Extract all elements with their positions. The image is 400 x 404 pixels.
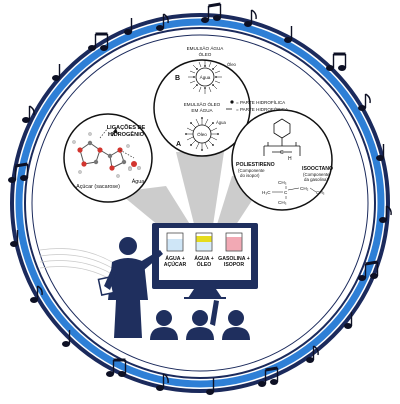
- music-staff: [39, 248, 113, 281]
- legend-hydrophobic: = PARTE HIDROFÓBICA: [236, 106, 289, 112]
- isooctane-name: ISOOCTANO: [302, 166, 333, 172]
- polymer-bubble: H C POLIESTIRENO (Componente do isopor) …: [231, 109, 333, 211]
- micelle-bubble: B EMULSÃO ÁGUA ÓLEO Água Óleo A EMULSÃO …: [153, 45, 251, 157]
- emulsion-a-title-2: EM ÁGUA: [191, 107, 213, 113]
- isooctane-structure: H₃C C CH₂ CH₃ CH₃ CH₃: [262, 180, 325, 205]
- music-note-icon: [106, 358, 127, 377]
- svg-text:CH₃: CH₃: [278, 180, 287, 185]
- emulsion-a-core-label: Óleo: [197, 131, 207, 137]
- water-label: Água: [132, 178, 145, 185]
- molecule-icon: [72, 127, 141, 178]
- sugar-label: Açúcar (sacarose): [76, 184, 120, 190]
- beaker-2-label-1: ÁGUA +: [194, 255, 214, 262]
- presentation-board: ÁGUA + AÇÚCAR ÁGUA + ÓLEO GASOLINA + ISO…: [152, 223, 258, 299]
- outer-ring: [10, 13, 390, 393]
- beaker-1-label-2: AÇÚCAR: [164, 261, 187, 268]
- music-note-icon: [206, 378, 215, 395]
- svg-text:H₃C: H₃C: [262, 190, 271, 195]
- music-note-icon: [62, 330, 71, 347]
- teacher-icon: [97, 237, 163, 338]
- beaker-icon: [195, 232, 213, 252]
- beaker-icon: [166, 232, 184, 252]
- polystyrene-name: POLIESTIRENO: [236, 162, 275, 168]
- polystyrene-c: C: [280, 150, 284, 156]
- emulsion-a-side-label: Água: [216, 120, 226, 125]
- emulsion-a-letter: A: [176, 141, 181, 148]
- hydrogen-bonds-title-2: HIDROGÊNIO: [108, 130, 145, 138]
- beaker-3-label-1: GASOLINA +: [218, 256, 250, 262]
- beaker-3-label-2: ISOPOR: [224, 262, 244, 268]
- music-note-icon: [10, 230, 19, 247]
- music-note-icon: [156, 373, 169, 391]
- music-note-icon: [124, 18, 133, 35]
- music-note-icon: [358, 260, 379, 281]
- music-note-icon: [30, 285, 43, 303]
- legend-hydrophilic: = PARTE HIDROFÍLICA: [236, 99, 286, 105]
- beaker-1-label-1: ÁGUA +: [165, 255, 185, 262]
- beaker-icon: [225, 232, 243, 252]
- svg-text:CH₃: CH₃: [316, 190, 325, 195]
- svg-text:CH₂: CH₂: [300, 186, 309, 191]
- micelle-icon: [185, 117, 219, 151]
- svg-text:C: C: [284, 190, 288, 195]
- emulsion-b-letter: B: [175, 75, 180, 82]
- music-note-icon: [244, 9, 257, 27]
- isooctane-desc-1: (Componente: [303, 172, 330, 177]
- micelle-legend: = PARTE HIDROFÍLICA = PARTE HIDROFÓBICA: [226, 99, 289, 112]
- emulsion-b-core-label: Água: [200, 74, 211, 80]
- polystyrene-h: H: [288, 156, 292, 162]
- student-icon: [222, 310, 250, 340]
- svg-text:CH₃: CH₃: [278, 200, 287, 205]
- student-icon: [186, 300, 219, 340]
- beaker-2-label-2: ÓLEO: [197, 260, 212, 268]
- music-note-icon: [22, 105, 35, 123]
- emulsion-b-title-2: ÓLEO: [199, 51, 212, 57]
- music-note-icon: [201, 2, 222, 23]
- isooctane-desc-2: da gasolina): [304, 177, 328, 182]
- music-notes: [8, 2, 392, 395]
- music-note-icon: [326, 52, 347, 71]
- music-note-icon: [284, 26, 293, 43]
- music-note-icon: [344, 312, 353, 329]
- music-note-icon: [8, 162, 29, 183]
- music-note-icon: [379, 205, 392, 223]
- music-note-icon: [358, 93, 371, 111]
- polystyrene-structure: [263, 118, 301, 156]
- music-note-icon: [258, 366, 279, 387]
- micelle-icon: [188, 60, 222, 94]
- polystyrene-desc-1: (Componente: [238, 168, 265, 173]
- music-note-icon: [376, 144, 385, 161]
- music-note-icon: [52, 64, 61, 81]
- emulsion-a-title-1: EMULSÃO ÓLEO: [184, 101, 221, 107]
- music-note-icon: [156, 13, 169, 31]
- emulsion-b-title-1: EMULSÃO ÁGUA: [187, 45, 225, 51]
- emulsion-b-side-label: Óleo: [227, 62, 237, 67]
- sugar-bubble: LIGAÇÕES DE HIDROGÊNIO Açúcar (sacarose)…: [63, 113, 153, 203]
- hydrogen-bonds-title-1: LIGAÇÕES DE: [107, 124, 146, 131]
- music-note-icon: [306, 345, 319, 363]
- student-icon: [150, 310, 178, 340]
- polystyrene-desc-2: do isopor): [240, 173, 260, 178]
- music-note-icon: [88, 32, 109, 51]
